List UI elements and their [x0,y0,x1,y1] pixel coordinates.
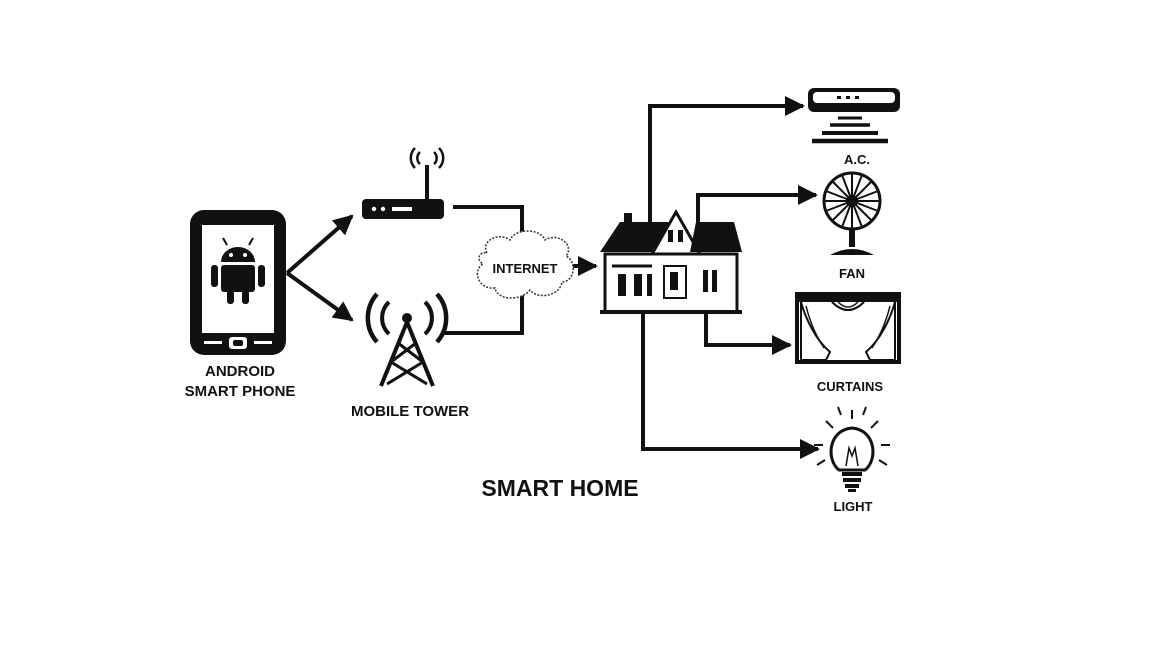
diagram-title: SMART HOME [481,475,639,501]
wifi-router-icon [362,147,445,219]
android-phone-icon [190,210,286,355]
fan-label: FAN [839,266,865,281]
tower-label: MOBILE TOWER [350,403,470,420]
mobile-tower-icon [365,292,449,387]
cloud-icon [476,230,574,299]
house-icon [600,208,742,314]
network-links [441,205,598,335]
internet-label: INTERNET [492,261,558,276]
phone-label-line1: ANDROID [205,363,275,380]
curtains-label: CURTAINS [816,379,884,394]
appliance-links [641,96,820,459]
phone-label-line2: SMART PHONE [184,383,296,400]
fan-icon [822,171,882,255]
air-conditioner-icon [808,88,900,144]
light-bulb-icon [814,406,890,492]
phone-connections [285,214,354,322]
light-label: LIGHT [833,499,873,514]
ac-label: A.C. [844,152,870,167]
curtains-icon [795,292,901,364]
